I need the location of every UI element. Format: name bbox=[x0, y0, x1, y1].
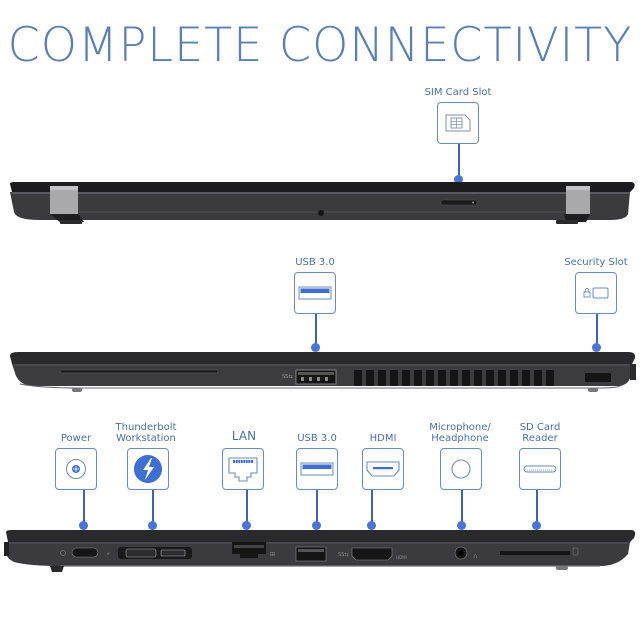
connector-dot bbox=[79, 521, 88, 530]
connector-dot bbox=[311, 343, 320, 352]
connector-dot bbox=[367, 521, 376, 530]
callout-lan bbox=[222, 448, 264, 490]
label-sd-card: SD Card Reader bbox=[520, 422, 561, 444]
callout-power bbox=[55, 448, 97, 490]
callout-usb-left bbox=[296, 448, 338, 490]
label-line: Headphone bbox=[431, 433, 489, 444]
connector-dot bbox=[242, 521, 251, 530]
thunderbolt-icon bbox=[134, 455, 162, 483]
hdmi-icon bbox=[366, 461, 400, 477]
svg-text:SS⇆: SS⇆ bbox=[338, 552, 349, 558]
svg-text:HDMI: HDMI bbox=[396, 555, 407, 560]
connector-line bbox=[371, 490, 373, 526]
callout-audio bbox=[440, 448, 482, 490]
sd-card-icon bbox=[523, 465, 557, 473]
laptop-left-side-view: ⚡ ⊞ SS⇆ HDMI ∩ bbox=[4, 530, 636, 572]
connector-dot bbox=[312, 521, 321, 530]
lock-slot-icon bbox=[583, 287, 609, 299]
label-lan: LAN bbox=[231, 429, 257, 443]
label-usb-right: USB 3.0 bbox=[295, 257, 335, 268]
label-thunderbolt: Thunderbolt Workstation bbox=[116, 422, 177, 444]
sim-card-icon bbox=[445, 114, 471, 132]
laptop-rear-view bbox=[10, 182, 635, 224]
callout-thunderbolt bbox=[127, 448, 169, 490]
svg-text:SS⇆: SS⇆ bbox=[282, 374, 293, 380]
audio-jack-icon bbox=[451, 459, 471, 479]
connector-line bbox=[458, 144, 460, 178]
label-line: Microphone/ bbox=[429, 422, 491, 433]
label-audio: Microphone/ Headphone bbox=[429, 422, 491, 444]
label-line: SD Card bbox=[519, 422, 561, 433]
connector-dot bbox=[532, 521, 541, 530]
callout-hdmi bbox=[362, 448, 404, 490]
power-port-icon bbox=[66, 459, 86, 479]
connector-line bbox=[83, 490, 85, 526]
laptop-right-side-view: SS⇆ bbox=[10, 352, 636, 392]
label-hdmi: HDMI bbox=[369, 433, 397, 444]
connector-dot bbox=[148, 521, 157, 530]
usb-icon bbox=[300, 462, 334, 476]
connector-line bbox=[536, 490, 538, 526]
svg-text:⊞: ⊞ bbox=[270, 551, 275, 558]
connector-line bbox=[316, 490, 318, 526]
connector-line bbox=[246, 490, 248, 526]
callout-sim-card-slot bbox=[437, 102, 479, 144]
connector-dot bbox=[457, 521, 466, 530]
callout-sd-card bbox=[519, 448, 561, 490]
label-line: Thunderbolt bbox=[115, 422, 177, 433]
page-title: COMPLETE CONNECTIVITY bbox=[7, 18, 633, 73]
label-sim-card-slot: SIM Card Slot bbox=[424, 87, 492, 98]
label-power: Power bbox=[60, 433, 92, 444]
label-line: Reader bbox=[522, 433, 558, 444]
connector-line bbox=[461, 490, 463, 526]
svg-text:∩: ∩ bbox=[473, 553, 477, 560]
callout-security-slot bbox=[575, 272, 617, 314]
usb-icon bbox=[298, 286, 332, 300]
callout-usb-right bbox=[294, 272, 336, 314]
ethernet-icon bbox=[228, 457, 258, 482]
connector-line bbox=[152, 490, 154, 526]
label-usb-left: USB 3.0 bbox=[297, 433, 337, 444]
connector-line bbox=[315, 314, 317, 346]
label-line: Workstation bbox=[116, 433, 176, 444]
svg-text:⚡: ⚡ bbox=[106, 551, 110, 558]
label-security-slot: Security Slot bbox=[564, 257, 628, 268]
connector-dot bbox=[592, 343, 601, 352]
connector-dot bbox=[454, 175, 463, 184]
connector-line bbox=[596, 314, 598, 346]
